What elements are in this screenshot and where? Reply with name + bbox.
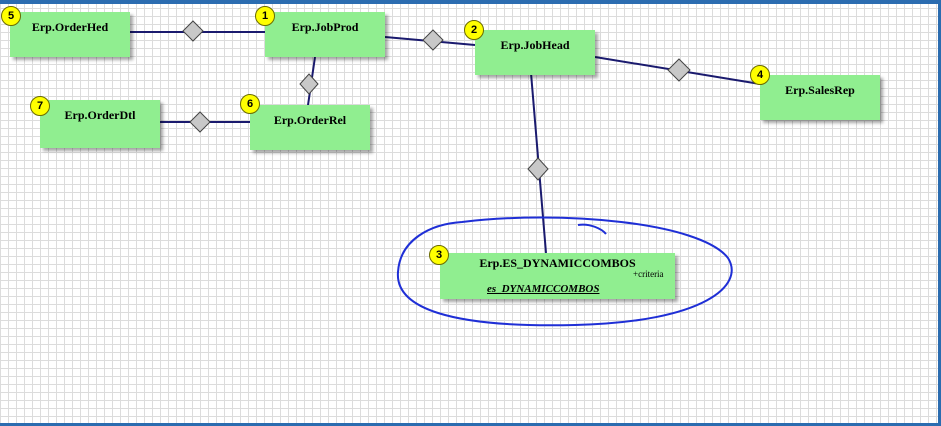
table-name: Erp.SalesRep (785, 83, 855, 97)
table-name: Erp.OrderHed (31, 20, 109, 34)
table-number-badge: 7 (30, 96, 50, 116)
criteria-label[interactable]: +criteria (633, 269, 664, 279)
table-number-badge: 2 (464, 20, 484, 40)
relation-diamond-icon[interactable] (299, 73, 319, 95)
table-number-badge: 5 (1, 6, 21, 26)
table-number-badge: 6 (240, 94, 260, 114)
table-name: Erp.ES_DYNAMICCOMBOS (479, 256, 636, 270)
relation-diamond-icon[interactable] (667, 58, 691, 82)
table-name: Erp.JobProd (291, 20, 359, 34)
table-orderdtl[interactable]: Erp.OrderDtl (40, 100, 160, 148)
relation-diamond-icon[interactable] (422, 29, 444, 51)
table-name: Erp.JobHead (500, 38, 570, 52)
table-jobhead[interactable]: Erp.JobHead (475, 30, 595, 75)
table-number-badge: 4 (750, 65, 770, 85)
annotation-circle-tail (577, 223, 607, 235)
table-number-badge: 1 (255, 6, 275, 26)
table-salesrep[interactable]: Erp.SalesRep (760, 75, 880, 120)
window-right-border (938, 0, 941, 426)
table-name: Erp.OrderDtl (64, 108, 136, 122)
table-orderhed[interactable]: Erp.OrderHed (10, 12, 130, 57)
table-alias: es_DYNAMICCOMBOS (487, 283, 600, 295)
table-es-dynamiccombos[interactable]: Erp.ES_DYNAMICCOMBOS +criteria es_DYNAMI… (440, 253, 675, 299)
table-name: Erp.OrderRel (273, 113, 347, 127)
relation-diamond-icon[interactable] (527, 157, 549, 181)
relation-diamond-icon[interactable] (182, 20, 204, 42)
annotation-circle (396, 216, 733, 327)
relation-diamond-icon[interactable] (189, 111, 211, 133)
table-jobprod[interactable]: Erp.JobProd (265, 12, 385, 57)
table-orderrel[interactable]: Erp.OrderRel (250, 105, 370, 150)
table-number-badge: 3 (429, 245, 449, 265)
window-bottom-border (0, 423, 941, 426)
window-top-border (0, 0, 941, 4)
